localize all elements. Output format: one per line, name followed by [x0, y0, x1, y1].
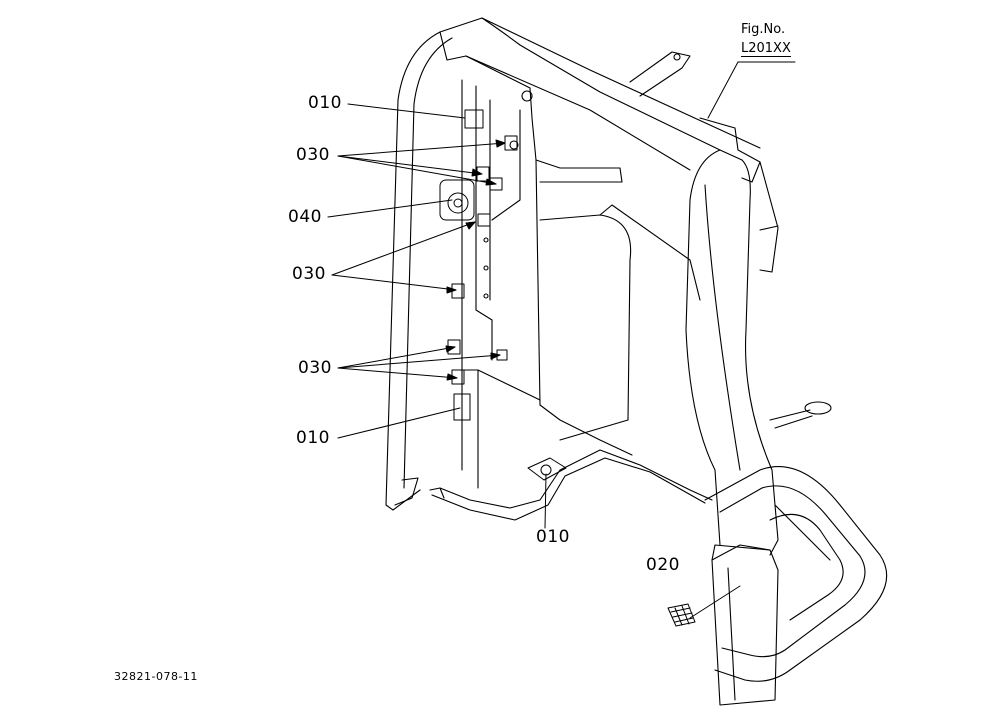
main-frame	[385, 17, 779, 706]
callout-label: 020	[646, 555, 680, 575]
floor-plate	[704, 466, 888, 682]
callout-label: 030	[298, 358, 332, 378]
fig-no-label: Fig.No.	[741, 22, 786, 37]
leader-lines	[327, 61, 796, 619]
fig-code: L201XX	[741, 41, 791, 57]
callout-label: 040	[288, 207, 322, 227]
callout-label: 010	[308, 93, 342, 113]
callout-label: 010	[296, 428, 330, 448]
top-bracket	[629, 51, 779, 273]
callout-label: 030	[292, 264, 326, 284]
decals	[439, 109, 696, 627]
callout-label: 010	[536, 527, 570, 547]
side-knob	[769, 401, 832, 429]
drawing-number: 32821-078-11	[114, 670, 198, 683]
callout-label: 030	[296, 145, 330, 165]
